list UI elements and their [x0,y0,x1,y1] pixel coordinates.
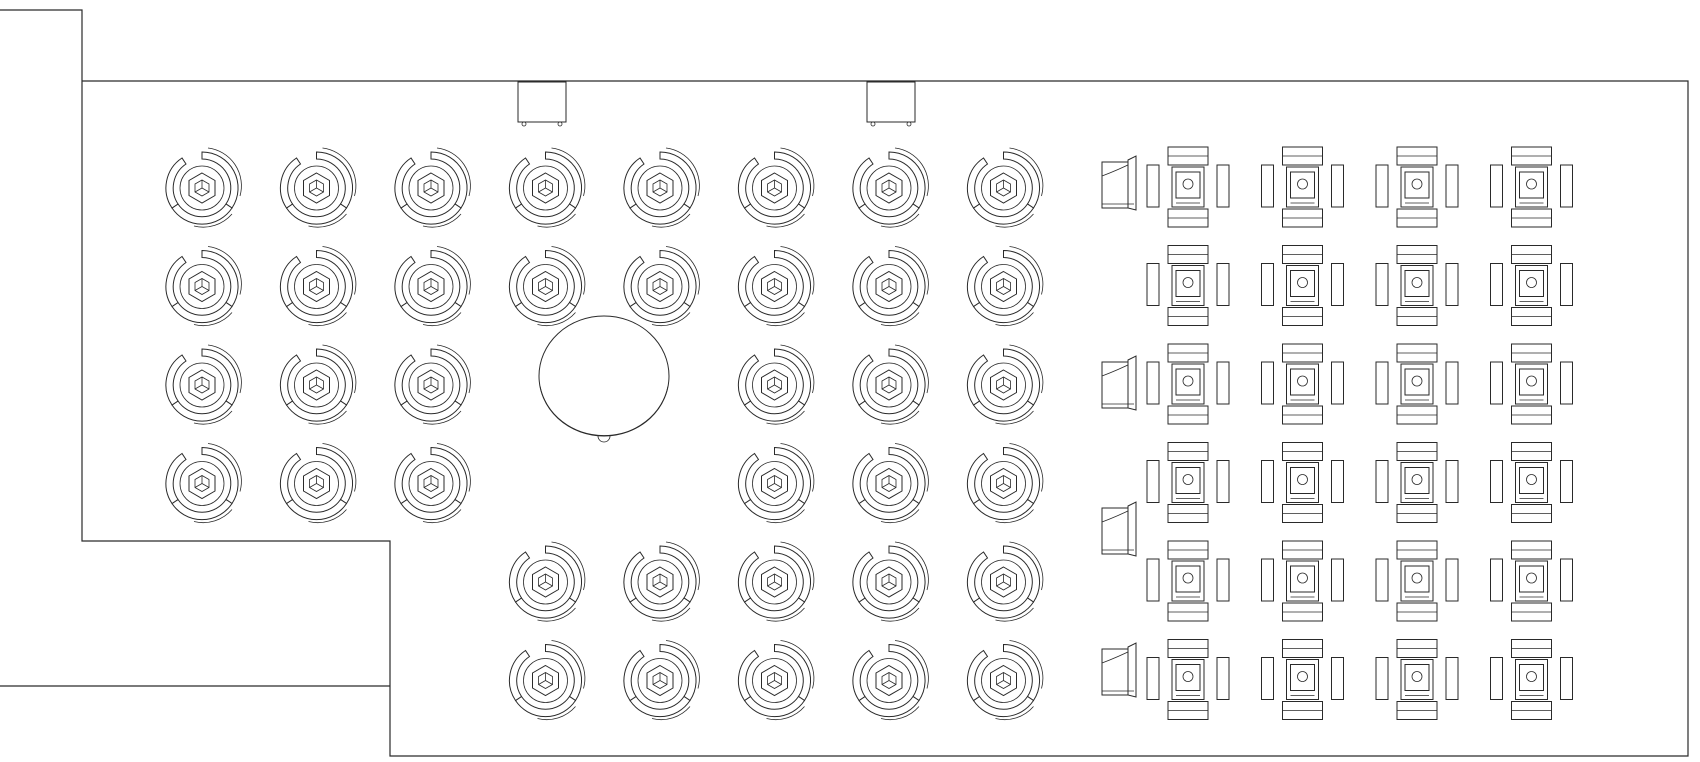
round-seating-pod-icon [165,147,242,228]
round-seating-pod-icon [508,541,586,622]
desk-cluster-icon [1490,146,1573,228]
desk-cluster-icon [1146,146,1230,228]
wall-outline [0,9,1689,757]
lounge-chairs [1101,155,1137,698]
wall-cabinet-icon [517,81,567,127]
round-seating-pod-icon [279,246,357,327]
desk-cluster-icon [1261,146,1344,228]
lounge-chair-icon [1101,642,1137,698]
round-seating-pod-icon [966,541,1044,622]
round-seating-pod-icon [966,246,1044,327]
desk-cluster-icon [1261,540,1344,622]
round-seating-pod-icon [623,541,700,622]
round-seating-pod-icon [165,246,242,327]
round-seating-pod-icon [508,640,586,721]
round-seating-pod-icon [623,147,700,228]
desk-cluster-icon [1146,245,1230,326]
desk-cluster-icon [1261,343,1344,425]
desk-cluster-icon [1490,540,1573,622]
round-seating-pod-icon [623,246,700,327]
round-seating-pod-icon [737,344,815,425]
round-seating-pod-icon [165,344,242,425]
lounge-chair-icon [1101,155,1137,211]
desk-cluster-icon [1490,343,1573,425]
desk-cluster-icon [1375,540,1459,622]
desk-cluster-icon [1375,343,1459,425]
round-seating-pod-icon [394,246,471,327]
desk-cluster-icon [1375,146,1459,228]
desk-cluster-icon [1146,442,1230,523]
desk-cluster-icon [1146,540,1230,622]
round-seating-pod-icon [165,443,242,524]
round-seating-pod-icon [852,344,929,425]
round-seating-pod-icon [966,640,1044,721]
round-table-icon [538,315,670,443]
desk-cluster-icon [1261,442,1344,523]
round-seating-pod-icon [394,344,471,425]
desk-cluster-icon [1490,442,1573,523]
desk-cluster-icon [1261,245,1344,326]
round-seating-pod-icon [852,640,929,721]
round-seating-pod-icon [852,246,929,327]
desk-cluster-icon [1375,639,1459,720]
round-seating-pod-icon [737,147,815,228]
desk-clusters [1146,146,1573,720]
round-seating-pod-icon [737,640,815,721]
round-seating-pod-icon [737,443,815,524]
round-seating-pod-icon [966,147,1044,228]
wall-cabinet-icon [866,81,916,127]
desk-cluster-icon [1146,639,1230,720]
round-seating-pod-icon [966,344,1044,425]
round-seating-pod-icon [279,443,357,524]
lounge-chair-icon [1101,501,1137,557]
round-seating-pod-icon [737,541,815,622]
round-seating-pod-icon [623,640,700,721]
round-seating-pod-icon [394,443,471,524]
round-seating-pod-icon [394,147,471,228]
lounge-chair-icon [1101,355,1137,411]
desk-cluster-icon [1490,245,1573,326]
round-seating-pod-icon [508,147,586,228]
desk-cluster-icon [1146,343,1230,425]
round-seating-pod-icon [852,541,929,622]
round-seating-pod-icon [508,246,586,327]
round-seating-pod-icon [279,344,357,425]
round-seating-pod-icon [279,147,357,228]
round-seating-pod-icon [852,147,929,228]
desk-cluster-icon [1490,639,1573,720]
round-seating-pod-icon [737,246,815,327]
desk-cluster-icon [1375,442,1459,523]
round-seating-pod-icon [966,443,1044,524]
desk-cluster-icon [1375,245,1459,326]
round-seating-pod-icon [852,443,929,524]
desk-cluster-icon [1261,639,1344,720]
